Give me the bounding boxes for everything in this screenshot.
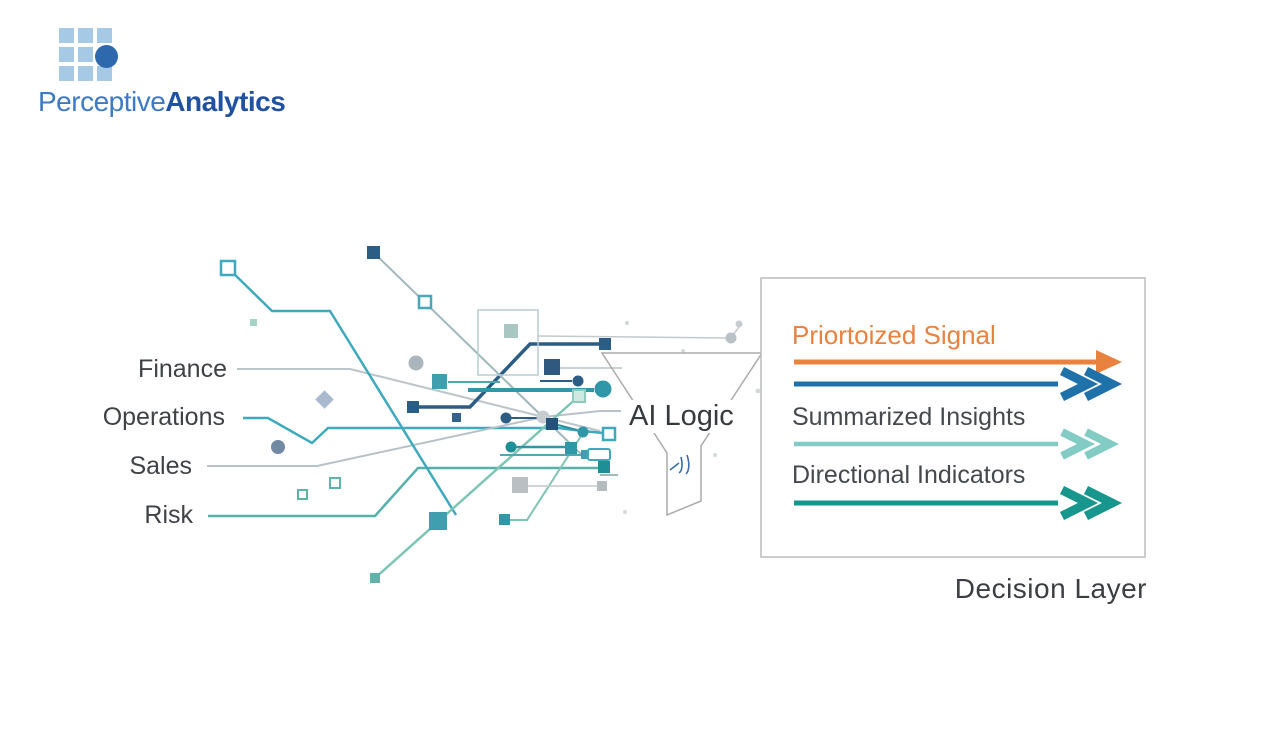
navy-dot-node xyxy=(572,375,584,387)
diamond-node xyxy=(315,390,334,409)
seafoam-square-node xyxy=(572,389,586,403)
seafoam-steep-line xyxy=(505,432,584,521)
open-square-node xyxy=(329,477,341,489)
gray-circle-node xyxy=(408,355,424,371)
navy-square-node xyxy=(599,338,611,350)
teal-arrow-chevrons xyxy=(1059,485,1123,521)
logo-dot-icon xyxy=(95,45,118,68)
source-label-finance: Finance xyxy=(138,355,227,383)
summarized-insights-label: Summarized Insights xyxy=(792,403,1026,431)
funnel-outline xyxy=(600,352,764,517)
teal-square-node xyxy=(598,461,610,473)
risk-line xyxy=(208,466,598,518)
network-nodes xyxy=(219,246,743,583)
navy-square-node xyxy=(407,401,419,413)
finance-line xyxy=(237,368,601,432)
teal-square-node xyxy=(565,442,577,454)
gray-dot-node xyxy=(725,332,737,344)
open-square-node xyxy=(297,489,308,500)
open-square-node xyxy=(219,259,237,277)
light-teal-arrow-chevrons xyxy=(1060,428,1119,460)
funnel-glyph xyxy=(669,454,690,475)
teal-square-node xyxy=(499,514,510,525)
open-square-node xyxy=(417,294,433,310)
source-label-operations: Operations xyxy=(102,403,225,431)
navy-dot-node xyxy=(500,412,512,424)
decision-layer-caption: Decision Layer xyxy=(954,573,1147,604)
source-label-sales: Sales xyxy=(129,452,192,480)
teal-square-node xyxy=(370,573,380,583)
pill-node xyxy=(587,448,611,461)
navy-square-node xyxy=(367,246,380,259)
outlined-big-square xyxy=(477,309,539,376)
teal-square-node xyxy=(432,374,447,389)
logo-brand-second: Analytics xyxy=(165,86,286,117)
open-square-node xyxy=(601,426,617,442)
navy-square-node xyxy=(546,418,558,430)
big-teal-square-node xyxy=(429,512,447,530)
logo-wordmark: PerceptiveAnalytics xyxy=(38,86,286,118)
big-teal-circle-node xyxy=(594,380,612,398)
directional-indicators-label: Directional Indicators xyxy=(792,461,1026,489)
teal-square-node xyxy=(581,450,590,459)
logo-grid-icon xyxy=(59,28,118,86)
small-gray-square-node xyxy=(597,481,607,491)
teal-dot-node xyxy=(505,441,517,453)
slate-circle-node xyxy=(271,440,285,454)
seafoam-diagonal-line xyxy=(374,395,580,579)
orange-arrow-head xyxy=(1096,350,1122,374)
pale-square-node xyxy=(504,324,518,338)
prioritized-signal-label: Priortoized Signal xyxy=(792,320,996,350)
small-navy-square-node xyxy=(452,413,461,422)
blue-arrow-chevrons xyxy=(1059,366,1123,402)
navy-to-dot-connector xyxy=(557,424,578,431)
logo-brand-first: Perceptive xyxy=(38,86,166,117)
ai-logic-label: AI Logic xyxy=(626,400,737,433)
perceptive-analytics-logo: PerceptiveAnalytics xyxy=(38,26,318,118)
navy-square-node xyxy=(544,359,560,375)
gray-top-line xyxy=(537,335,727,339)
small-gray-dot-node xyxy=(735,320,743,328)
decision-arrows xyxy=(794,350,1123,521)
teal-dot-node xyxy=(577,426,589,438)
tiny-square-node xyxy=(250,319,257,326)
teal-zigzag-line xyxy=(227,267,458,516)
gray-square-node xyxy=(512,477,528,493)
source-label-risk: Risk xyxy=(144,501,193,529)
